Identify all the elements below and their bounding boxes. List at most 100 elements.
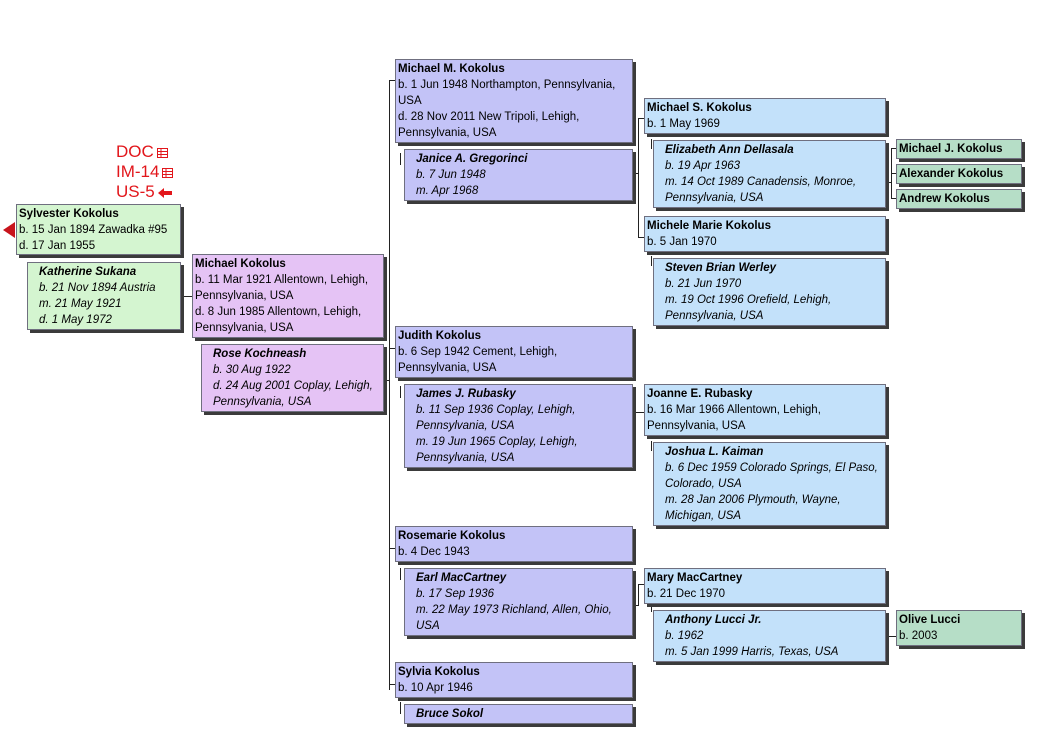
connector-line: [384, 380, 390, 381]
spouse-name: James J. Rubasky: [416, 388, 516, 400]
spouse-box-bruce[interactable]: Bruce Sokol: [404, 704, 633, 724]
spouse-detail: m. 22 May 1973 Richland, Allen, Ohio,: [416, 604, 612, 616]
connector-line: [633, 605, 639, 606]
person-name: Sylvester Kokolus: [19, 208, 119, 220]
spouse-detail: d. 24 Aug 2001 Coplay, Lehigh,: [213, 380, 373, 392]
person-box-michael-m[interactable]: Michael M. Kokolus b. 1 Jun 1948 Northam…: [395, 59, 633, 143]
person-box-olive[interactable]: Olive Lucci b. 2003: [896, 610, 1022, 646]
connector-line: [651, 441, 652, 451]
spouse-box-katherine[interactable]: Katherine Sukana b. 21 Nov 1894 Austria …: [27, 262, 181, 330]
person-detail: b. 5 Jan 1970: [647, 236, 717, 248]
table-icon: [156, 143, 168, 163]
person-detail: b. 16 Mar 1966 Allentown, Lehigh,: [647, 404, 821, 416]
connector-line: [181, 296, 193, 297]
person-name: Judith Kokolus: [398, 330, 482, 342]
spouse-detail: b. 17 Sep 1936: [416, 588, 495, 600]
connector-line: [638, 237, 645, 238]
person-box-judith[interactable]: Judith Kokolus b. 6 Sep 1942 Cement, Leh…: [395, 326, 633, 378]
connector-line: [633, 412, 645, 413]
connector-line: [389, 684, 396, 685]
spouse-detail: d. 1 May 1972: [39, 314, 112, 326]
connector-line: [389, 80, 396, 81]
person-box-joanne[interactable]: Joanne E. Rubasky b. 16 Mar 1966 Allento…: [644, 384, 886, 436]
spouse-detail: Pennsylvania, USA: [665, 192, 764, 204]
person-box-michael[interactable]: Michael Kokolus b. 11 Mar 1921 Allentown…: [192, 254, 384, 338]
person-detail: d. 17 Jan 1955: [19, 240, 96, 252]
spouse-detail: Pennsylvania, USA: [213, 396, 312, 408]
person-detail: Pennsylvania, USA: [647, 420, 746, 432]
connector-line: [651, 139, 652, 149]
spouse-detail: m. 21 May 1921: [39, 298, 122, 310]
spouse-detail: m. 28 Jan 2006 Plymouth, Wayne,: [665, 494, 841, 506]
spouse-box-james[interactable]: James J. Rubasky b. 11 Sep 1936 Coplay, …: [404, 384, 633, 468]
connector-line: [400, 702, 401, 714]
person-detail: b. 21 Dec 1970: [647, 588, 726, 600]
spouse-detail: Pennsylvania, USA: [416, 452, 515, 464]
person-detail: Pennsylvania, USA: [398, 362, 497, 374]
spouse-name: Steven Brian Werley: [665, 262, 777, 274]
person-box-sylvia[interactable]: Sylvia Kokolus b. 10 Apr 1946: [395, 662, 633, 698]
spouse-detail: b. 21 Jun 1970: [665, 278, 742, 290]
connector-line: [886, 636, 897, 637]
person-detail: d. 28 Nov 2011 New Tripoli, Lehigh,: [398, 111, 580, 123]
connector-line: [400, 386, 401, 398]
spouse-detail: b. 21 Nov 1894 Austria: [39, 282, 156, 294]
connector-line: [400, 153, 401, 165]
person-detail: Pennsylvania, USA: [195, 322, 294, 334]
person-detail: b. 10 Apr 1946: [398, 682, 473, 694]
spouse-name: Rose Kochneash: [213, 348, 307, 360]
spouse-box-steven[interactable]: Steven Brian Werley b. 21 Jun 1970 m. 19…: [653, 258, 886, 326]
spouse-box-janice[interactable]: Janice A. Gregorinci b. 7 Jun 1948 m. Ap…: [404, 149, 633, 201]
person-name: Michael S. Kokolus: [647, 102, 752, 114]
person-box-alexander[interactable]: Alexander Kokolus: [896, 164, 1022, 184]
spouse-detail: Pennsylvania, USA: [665, 310, 764, 322]
person-name: Olive Lucci: [899, 614, 961, 626]
spouse-detail: USA: [416, 620, 440, 632]
person-box-sylvester[interactable]: Sylvester Kokolus b. 15 Jan 1894 Zawadka…: [16, 204, 181, 255]
person-box-andrew[interactable]: Andrew Kokolus: [896, 189, 1022, 209]
spouse-box-elizabeth[interactable]: Elizabeth Ann Dellasala b. 19 Apr 1963 m…: [653, 140, 886, 208]
person-detail: Pennsylvania, USA: [398, 127, 497, 139]
spouse-box-joshua[interactable]: Joshua L. Kaiman b. 6 Dec 1959 Colorado …: [653, 442, 886, 526]
connector-line: [638, 584, 645, 585]
source-im-link[interactable]: IM-14: [116, 162, 174, 183]
person-name: Michael J. Kokolus: [899, 143, 1003, 155]
person-detail: USA: [398, 95, 422, 107]
person-name: Michael M. Kokolus: [398, 63, 505, 75]
triangle-left-icon[interactable]: [3, 222, 15, 238]
connector-line: [400, 568, 401, 580]
person-detail: b. 4 Dec 1943: [398, 546, 470, 558]
person-box-rosemarie[interactable]: Rosemarie Kokolus b. 4 Dec 1943: [395, 526, 633, 562]
person-box-michele[interactable]: Michele Marie Kokolus b. 5 Jan 1970: [644, 216, 886, 252]
table-icon: [162, 163, 174, 183]
person-name: Michele Marie Kokolus: [647, 220, 771, 232]
connector-line: [638, 118, 639, 238]
person-name: Andrew Kokolus: [899, 193, 990, 205]
person-box-michael-j[interactable]: Michael J. Kokolus: [896, 139, 1022, 159]
person-detail: b. 11 Mar 1921 Allentown, Lehigh,: [195, 274, 369, 286]
connector-line: [389, 348, 396, 349]
person-detail: Pennsylvania, USA: [195, 290, 294, 302]
person-detail: b. 6 Sep 1942 Cement, Lehigh,: [398, 346, 558, 358]
spouse-detail: Michigan, USA: [665, 510, 742, 522]
spouse-box-anthony[interactable]: Anthony Lucci Jr. b. 1962 m. 5 Jan 1999 …: [653, 610, 886, 662]
connector-line: [633, 173, 639, 174]
person-detail: b. 2003: [899, 630, 938, 642]
spouse-detail: m. 19 Oct 1996 Orefield, Lehigh,: [665, 294, 832, 306]
spouse-detail: m. Apr 1968: [416, 185, 479, 197]
person-name: Alexander Kokolus: [899, 168, 1004, 180]
spouse-name: Anthony Lucci Jr.: [665, 614, 762, 626]
source-us-link[interactable]: US-5: [116, 182, 172, 203]
person-name: Sylvia Kokolus: [398, 666, 480, 678]
person-box-mary[interactable]: Mary MacCartney b. 21 Dec 1970: [644, 568, 886, 604]
spouse-detail: b. 1962: [665, 630, 704, 642]
spouse-detail: b. 19 Apr 1963: [665, 160, 741, 172]
person-box-michael-s[interactable]: Michael S. Kokolus b. 1 May 1969: [644, 98, 886, 134]
spouse-detail: m. 19 Jun 1965 Coplay, Lehigh,: [416, 436, 578, 448]
source-doc-link[interactable]: DOC: [116, 142, 168, 163]
spouse-name: Joshua L. Kaiman: [665, 446, 764, 458]
spouse-box-rose[interactable]: Rose Kochneash b. 30 Aug 1922 d. 24 Aug …: [201, 344, 384, 412]
connector-line: [891, 173, 897, 174]
spouse-box-earl[interactable]: Earl MacCartney b. 17 Sep 1936 m. 22 May…: [404, 568, 633, 636]
spouse-name: Earl MacCartney: [416, 572, 507, 584]
